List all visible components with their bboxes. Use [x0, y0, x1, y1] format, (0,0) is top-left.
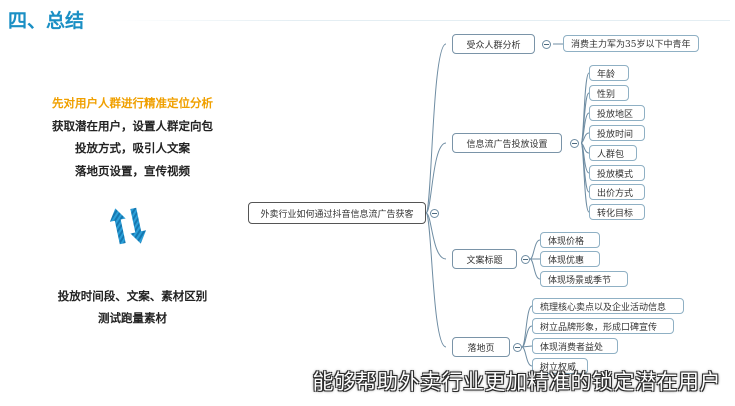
mindmap-branch-node: 文案标题 [452, 249, 517, 269]
collapse-toggle-icon[interactable] [521, 255, 530, 264]
mindmap-leaf-node: 性别 [589, 85, 629, 101]
mindmap-branch-node: 落地页 [452, 337, 510, 357]
video-subtitle: 能够帮助外卖行业更加精准的锁定潜在用户 [252, 366, 735, 396]
summary-bottom-line: 测试跑量素材 [98, 311, 167, 325]
mindmap-leaf-node: 梳理核心卖点以及企业活动信息 [532, 298, 684, 314]
summary-highlight-line: 先对用户人群进行精准定位分析 [52, 96, 213, 110]
mindmap-branch-node: 受众人群分析 [452, 34, 535, 54]
mindmap-leaf-node: 转化目标 [589, 204, 645, 220]
mindmap-leaf-node: 体现价格 [540, 232, 600, 248]
summary-line: 获取潜在用户，设置人群定向包 [52, 118, 213, 133]
mindmap-leaf-node: 体现优惠 [540, 251, 600, 267]
summary-line: 落地页设置，宣传视频 [75, 163, 190, 178]
collapse-toggle-icon[interactable] [430, 209, 439, 218]
mindmap-leaf-node: 树立品牌形象，形成口碑宣传 [532, 318, 674, 334]
collapse-toggle-icon[interactable] [513, 343, 522, 352]
mindmap-branch-node: 信息流广告投放设置 [452, 133, 562, 153]
summary-bottom-line: 投放时间段、文案、素材区别 [57, 289, 208, 303]
summary-line: 投放方式，吸引人文案 [75, 141, 190, 155]
mindmap-leaf-node: 投放模式 [589, 165, 645, 181]
mindmap-root-node: 外卖行业如何通过抖音信息流广告获客 [248, 202, 426, 224]
mindmap-leaf-node: 体现消费者益处 [532, 338, 618, 354]
mindmap-leaf-node: 年龄 [589, 65, 629, 81]
mindmap-leaf-node: 树立权威 [532, 358, 588, 374]
subtitle-text: 能够帮助外卖行业更加精准的锁定潜在用户 [312, 370, 721, 394]
mindmap-leaf-node: 消费主力军为35岁以下中青年 [563, 35, 699, 52]
summary-text-block: 先对用户人群进行精准定位分析 获取潜在用户，设置人群定向包 投放方式，吸引人文案… [0, 92, 265, 182]
collapse-toggle-icon[interactable] [570, 139, 579, 148]
mindmap-leaf-node: 投放地区 [589, 105, 645, 121]
mindmap-leaf-node: 投放时间 [589, 125, 645, 141]
summary-bottom-block: 投放时间段、文案、素材区别 测试跑量素材 [0, 285, 265, 329]
mindmap-leaf-node: 人群包 [589, 145, 637, 161]
slide-title: 四、总结 [8, 10, 85, 32]
title-divider [110, 20, 730, 21]
collapse-toggle-icon[interactable] [542, 40, 551, 49]
mindmap-leaf-node: 出价方式 [589, 184, 645, 200]
mindmap-leaf-node: 体现场景或季节 [540, 271, 628, 287]
swap-arrows-icon [109, 207, 147, 245]
